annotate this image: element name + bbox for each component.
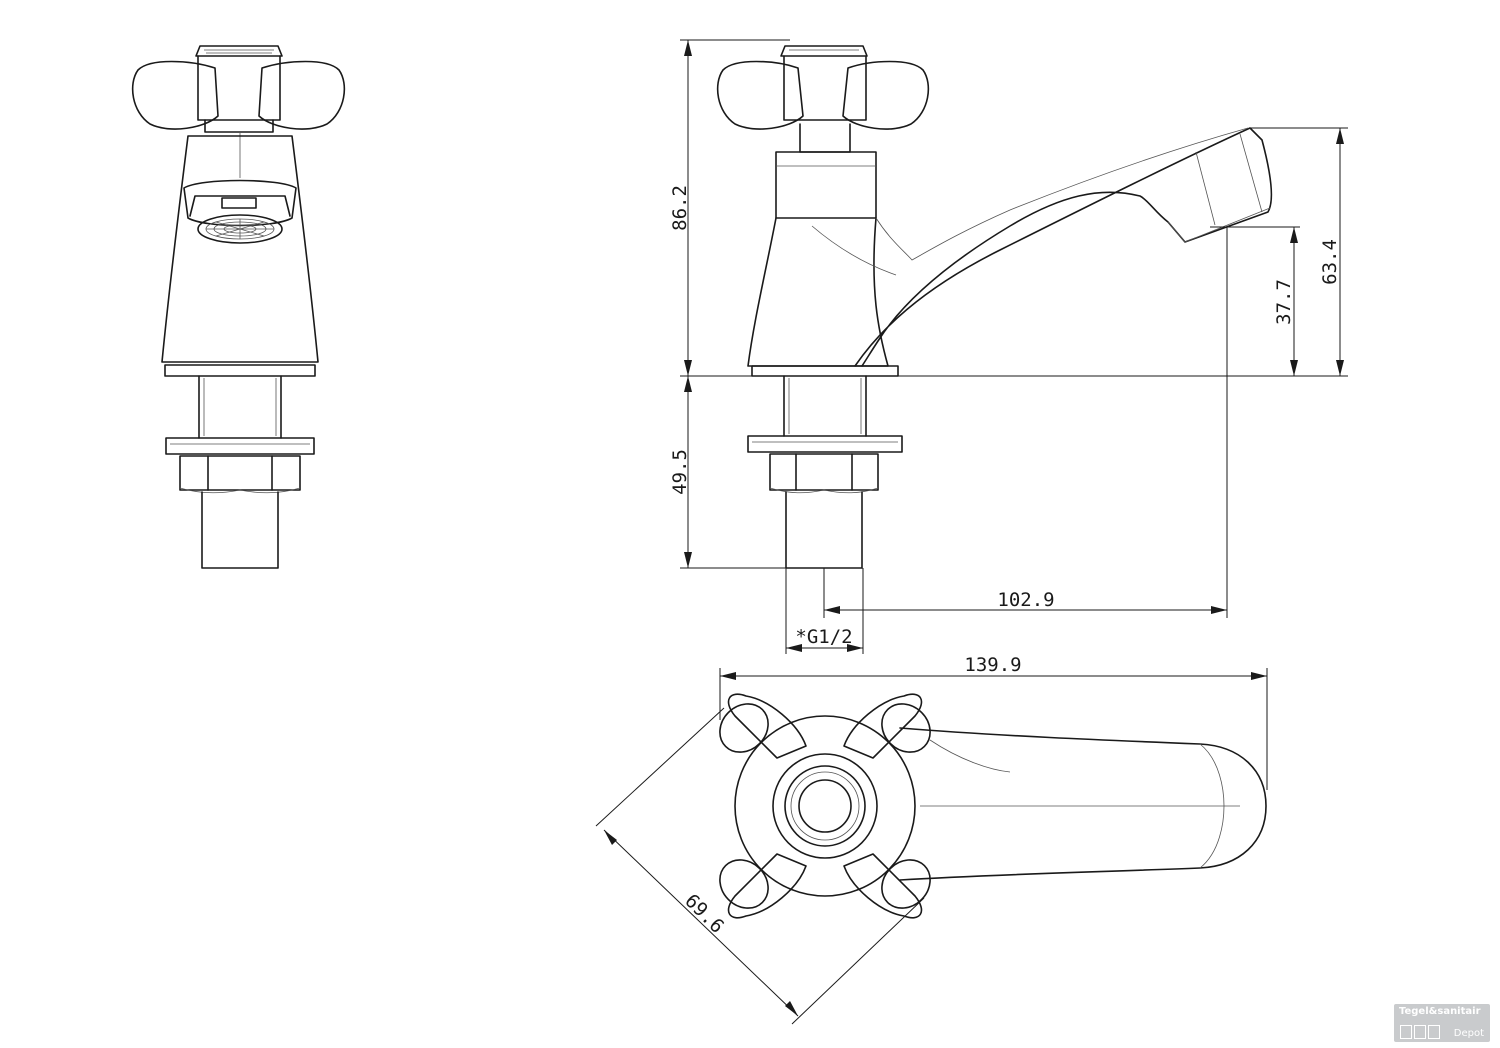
- dim-thread: *G1/2: [795, 626, 852, 648]
- dim-outlet-height: 37.7: [1273, 279, 1295, 325]
- dimension-lines: [595, 39, 1348, 1025]
- dim-overall-length: 139.9: [964, 654, 1021, 676]
- watermark-brand: Tegel&sanitair: [1399, 1006, 1481, 1017]
- watermark-sub: Depot: [1453, 1028, 1484, 1039]
- side-view: [716, 45, 1273, 569]
- dim-below-deck: 49.5: [669, 449, 691, 495]
- dim-spout-top: 63.4: [1319, 239, 1341, 285]
- dim-handle-span: 69.6: [680, 890, 728, 938]
- dim-reach: 102.9: [997, 589, 1054, 611]
- watermark-icon-box: [1414, 1025, 1426, 1039]
- watermark-icon-drop: [1400, 1025, 1412, 1039]
- top-view: [719, 693, 1267, 919]
- watermark-icon-box: [1428, 1025, 1440, 1039]
- dim-overall-height: 86.2: [669, 185, 691, 231]
- watermark-logo: Tegel&sanitair Depot: [1394, 1004, 1490, 1042]
- front-view: [131, 45, 346, 569]
